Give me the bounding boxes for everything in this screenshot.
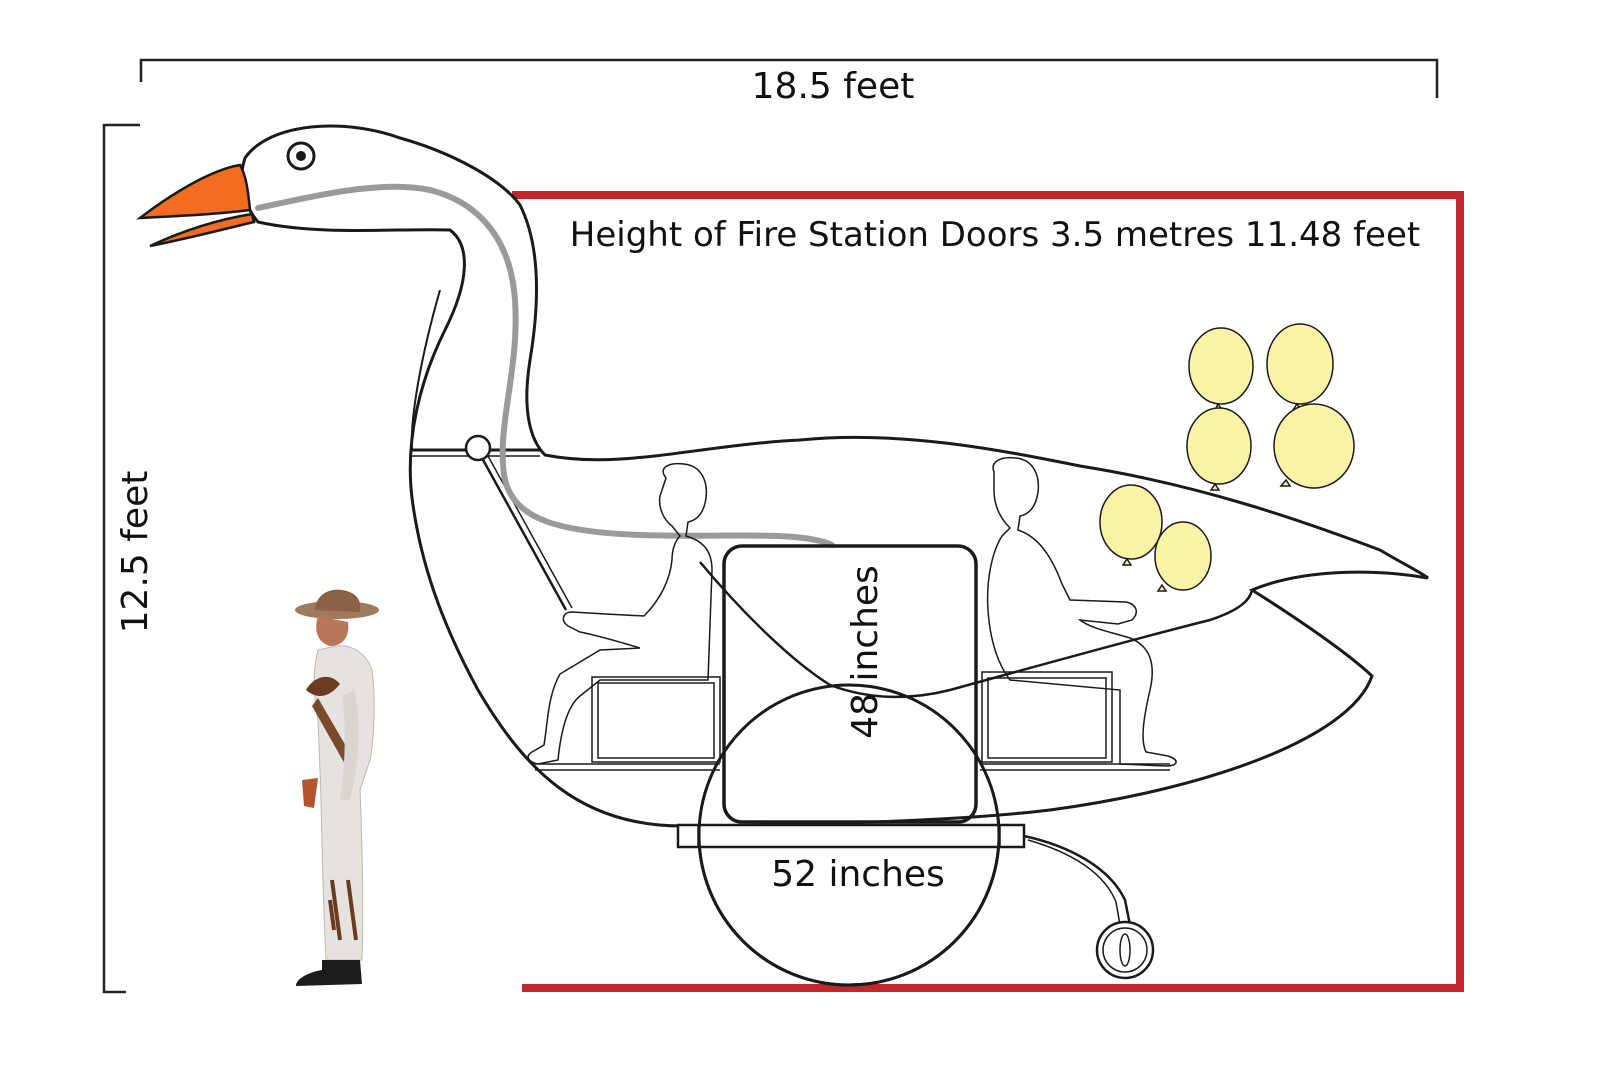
swan-body (239, 124, 1429, 828)
front-seat (591, 676, 721, 763)
balloon-icon (1273, 403, 1355, 489)
beak-icon (136, 163, 256, 248)
height-dimension: 12.5 feet (102, 123, 156, 994)
steering-linkage (412, 434, 573, 611)
door-height-label: Height of Fire Station Doors 3.5 metres … (570, 215, 1420, 255)
balloon-icon (1266, 323, 1334, 411)
balloons (1099, 323, 1355, 592)
width-label: 18.5 feet (752, 66, 915, 107)
balloon-icon (1099, 484, 1163, 566)
pivot-joint (464, 434, 492, 462)
caster-wheel-icon (1023, 834, 1155, 980)
neck-control-pipe (255, 183, 835, 548)
seated-passenger-icon (986, 456, 1177, 767)
fire-station-door-frame (512, 191, 1464, 992)
neck-inner-line (410, 289, 441, 451)
box-height-label: 48 inches (845, 565, 886, 739)
chassis-plate (676, 823, 1026, 849)
seated-pilot-icon (527, 462, 713, 765)
wing-line (699, 561, 1254, 699)
height-label: 12.5 feet (115, 471, 156, 634)
balloon-icon (1186, 407, 1252, 491)
width-dimension: 18.5 feet (139, 58, 1439, 107)
balloon-icon (1154, 521, 1212, 592)
balloon-icon (1188, 327, 1254, 411)
wheel-diameter-label: 52 inches (771, 854, 945, 895)
floor-platform (535, 763, 1170, 771)
rear-seat (981, 671, 1113, 763)
standing-man-icon (295, 589, 379, 986)
